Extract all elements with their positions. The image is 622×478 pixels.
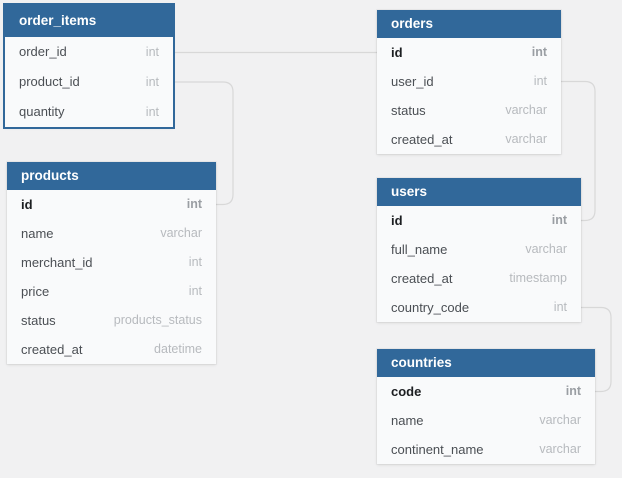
table-header-countries[interactable]: countries	[377, 349, 595, 377]
table-row[interactable]: price int	[7, 277, 216, 306]
field-type: int	[145, 75, 159, 89]
field-type: int	[188, 284, 202, 298]
field-type: int	[186, 197, 202, 211]
table-row[interactable]: id int	[377, 206, 581, 235]
field-name: user_id	[391, 74, 434, 89]
table-header-products[interactable]: products	[7, 162, 216, 190]
table-row[interactable]: status varchar	[377, 96, 561, 125]
table-row[interactable]: country_code int	[377, 293, 581, 322]
table-row[interactable]: name varchar	[377, 406, 595, 435]
field-name: id	[391, 213, 403, 228]
field-type: varchar	[505, 103, 547, 117]
table-row[interactable]: id int	[377, 38, 561, 67]
table-row[interactable]: user_id int	[377, 67, 561, 96]
field-name: quantity	[19, 104, 65, 119]
table-users[interactable]: users id int full_name varchar created_a…	[377, 178, 581, 322]
field-type: int	[145, 45, 159, 59]
table-row[interactable]: continent_name varchar	[377, 435, 595, 464]
relationship-order_items-products	[173, 81, 234, 206]
field-name: merchant_id	[21, 255, 93, 270]
table-header-order_items[interactable]: order_items	[5, 5, 173, 37]
field-type: timestamp	[509, 271, 567, 285]
field-name: created_at	[21, 342, 83, 357]
field-type: varchar	[539, 442, 581, 456]
table-row[interactable]: status products_status	[7, 306, 216, 335]
table-row[interactable]: created_at varchar	[377, 125, 561, 154]
field-type: products_status	[113, 313, 202, 327]
field-name: order_id	[19, 44, 67, 59]
table-countries[interactable]: countries code int name varchar continen…	[377, 349, 595, 464]
field-type: int	[145, 105, 159, 119]
table-products[interactable]: products id int name varchar merchant_id…	[7, 162, 216, 364]
field-type: varchar	[160, 226, 202, 240]
field-type: int	[188, 255, 202, 269]
field-name: product_id	[19, 74, 80, 89]
table-row[interactable]: created_at datetime	[7, 335, 216, 364]
field-type: int	[565, 384, 581, 398]
field-name: code	[391, 384, 422, 399]
table-header-orders[interactable]: orders	[377, 10, 561, 38]
table-header-users[interactable]: users	[377, 178, 581, 206]
field-type: varchar	[505, 132, 547, 146]
field-name: id	[391, 45, 403, 60]
relationship-users-countries	[581, 306, 612, 393]
table-orders[interactable]: orders id int user_id int status varchar…	[377, 10, 561, 154]
field-name: price	[21, 284, 50, 299]
field-type: datetime	[154, 342, 202, 356]
table-row[interactable]: full_name varchar	[377, 235, 581, 264]
table-row[interactable]: code int	[377, 377, 595, 406]
field-name: name	[21, 226, 54, 241]
field-name: full_name	[391, 242, 448, 257]
field-name: name	[391, 413, 424, 428]
table-row[interactable]: id int	[7, 190, 216, 219]
table-row[interactable]: order_id int	[5, 37, 173, 67]
table-row[interactable]: quantity int	[5, 97, 173, 127]
field-type: int	[553, 300, 567, 314]
field-name: id	[21, 197, 33, 212]
field-name: status	[21, 313, 56, 328]
table-row[interactable]: product_id int	[5, 67, 173, 97]
field-name: status	[391, 103, 426, 118]
field-type: varchar	[539, 413, 581, 427]
field-name: continent_name	[391, 442, 484, 457]
table-order_items[interactable]: order_items order_id int product_id int …	[3, 3, 175, 129]
field-type: int	[551, 213, 567, 227]
field-name: created_at	[391, 132, 453, 147]
field-name: created_at	[391, 271, 453, 286]
table-row[interactable]: created_at timestamp	[377, 264, 581, 293]
field-type: int	[531, 45, 547, 59]
table-row[interactable]: merchant_id int	[7, 248, 216, 277]
field-name: country_code	[391, 300, 470, 315]
table-row[interactable]: name varchar	[7, 219, 216, 248]
field-type: varchar	[525, 242, 567, 256]
relationship-orders-users	[561, 80, 596, 222]
field-type: int	[533, 74, 547, 88]
